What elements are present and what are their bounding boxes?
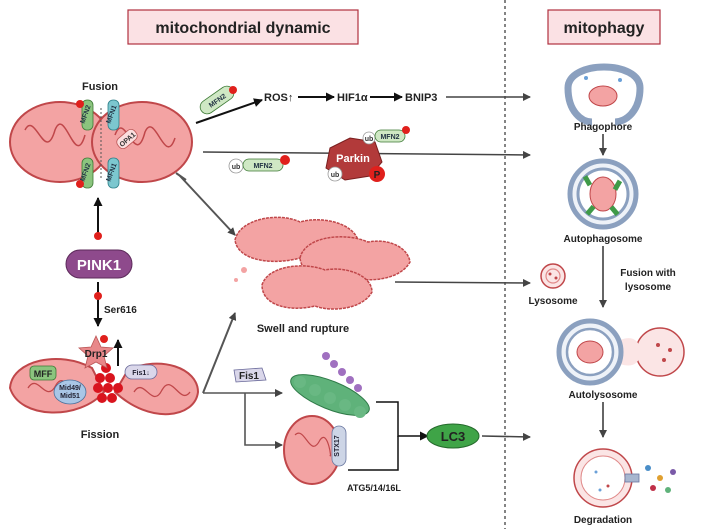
fis1-text: Fis1 [239, 371, 259, 382]
lysosome-label: Lysosome [528, 296, 578, 307]
fission-label: Fission [81, 429, 120, 441]
fis1-fission: Fis1↓ [124, 364, 158, 380]
lc3-text: LC3 [441, 429, 466, 444]
arrow-swell-lysosome [394, 278, 531, 287]
mfn1-fusion-proteins: MFN1 MFN1 [106, 99, 120, 189]
fusion-label: Fusion [82, 81, 118, 93]
ser616-label: Ser616 [104, 305, 137, 316]
atg-label: ATG5/14/16L [347, 483, 401, 493]
ub-text: ub [331, 172, 340, 179]
phospho-dot [76, 180, 84, 188]
drp1-protein: Drp1 [78, 335, 114, 369]
phospho-dot [76, 100, 84, 108]
parkin-text: Parkin [336, 153, 370, 165]
arrow-fission-stx17 [244, 393, 283, 449]
arrow-fission-swell [202, 312, 237, 394]
autolysosome-label: Autolysosome [569, 390, 638, 401]
arrow-fis1-lc3 [376, 401, 429, 441]
lysosome-icon [540, 263, 566, 289]
mfn2-fusion-proteins: MFN2 MFN2 [76, 99, 94, 189]
autophagosome-label: Autophagosome [564, 234, 643, 245]
fusion-with-label: Fusion with [620, 268, 676, 279]
phagophore-icon [564, 63, 644, 126]
autophagosome-icon [567, 158, 639, 230]
lysosome-word-label: lysosome [625, 282, 672, 293]
mid49-text: Mid49/ [59, 385, 81, 392]
swollen-mitochondria [234, 216, 411, 310]
arrow-to-swell [179, 175, 236, 236]
mfn2-parkin-text: MFN2 [253, 163, 272, 170]
fis1-protein: Fis1 [233, 367, 267, 383]
parkin-complex: Parkin ub P ub MFN2 [325, 126, 410, 182]
mff-text: MFF [34, 369, 53, 379]
ub-text: ub [232, 164, 241, 171]
arrow-stx17-lc3 [348, 436, 399, 471]
autolysosome-icon [556, 318, 685, 386]
mfn2-ub-complex: ub MFN2 [228, 155, 290, 174]
left-title-text: mitochondrial dynamic [155, 20, 330, 37]
mid49-mid51-protein: Mid49/ Mid51 [53, 379, 87, 405]
lc3-node: LC3 [426, 423, 480, 449]
hif1a-label: HIF1α [337, 92, 368, 104]
arrow-lc3-autolysosome [481, 432, 531, 441]
fused-mitochondria [9, 101, 193, 183]
ros-label: ROS↑ [264, 92, 293, 104]
swell-label: Swell and rupture [257, 323, 349, 335]
degradation-label: Degradation [574, 515, 632, 526]
inhibition-bar [175, 172, 187, 181]
drp1-text: Drp1 [85, 349, 108, 360]
degradation-icon [573, 448, 676, 508]
fis1-down-text: Fis1↓ [132, 370, 150, 377]
pink1-node: PINK1 [65, 249, 133, 279]
left-section-title: mitochondrial dynamic [127, 9, 359, 45]
stx17-mitochondrion: STX17 [283, 415, 347, 485]
phagophore-label: Phagophore [574, 122, 633, 133]
mid51-text: Mid51 [60, 393, 80, 400]
ub-text: ub [365, 136, 374, 143]
mff-protein: MFF [29, 365, 57, 381]
right-title-text: mitophagy [564, 20, 645, 37]
right-section-title: mitophagy [547, 9, 661, 45]
mfn2-parkin-text: MFN2 [380, 134, 399, 141]
pink1-text: PINK1 [77, 257, 121, 274]
stx17-text: STX17 [334, 435, 341, 457]
fis1-aggregate [290, 352, 370, 418]
bnip3-label: BNIP3 [405, 92, 437, 104]
phospho-p-text: P [374, 170, 381, 181]
arrow-to-ros [195, 98, 263, 124]
